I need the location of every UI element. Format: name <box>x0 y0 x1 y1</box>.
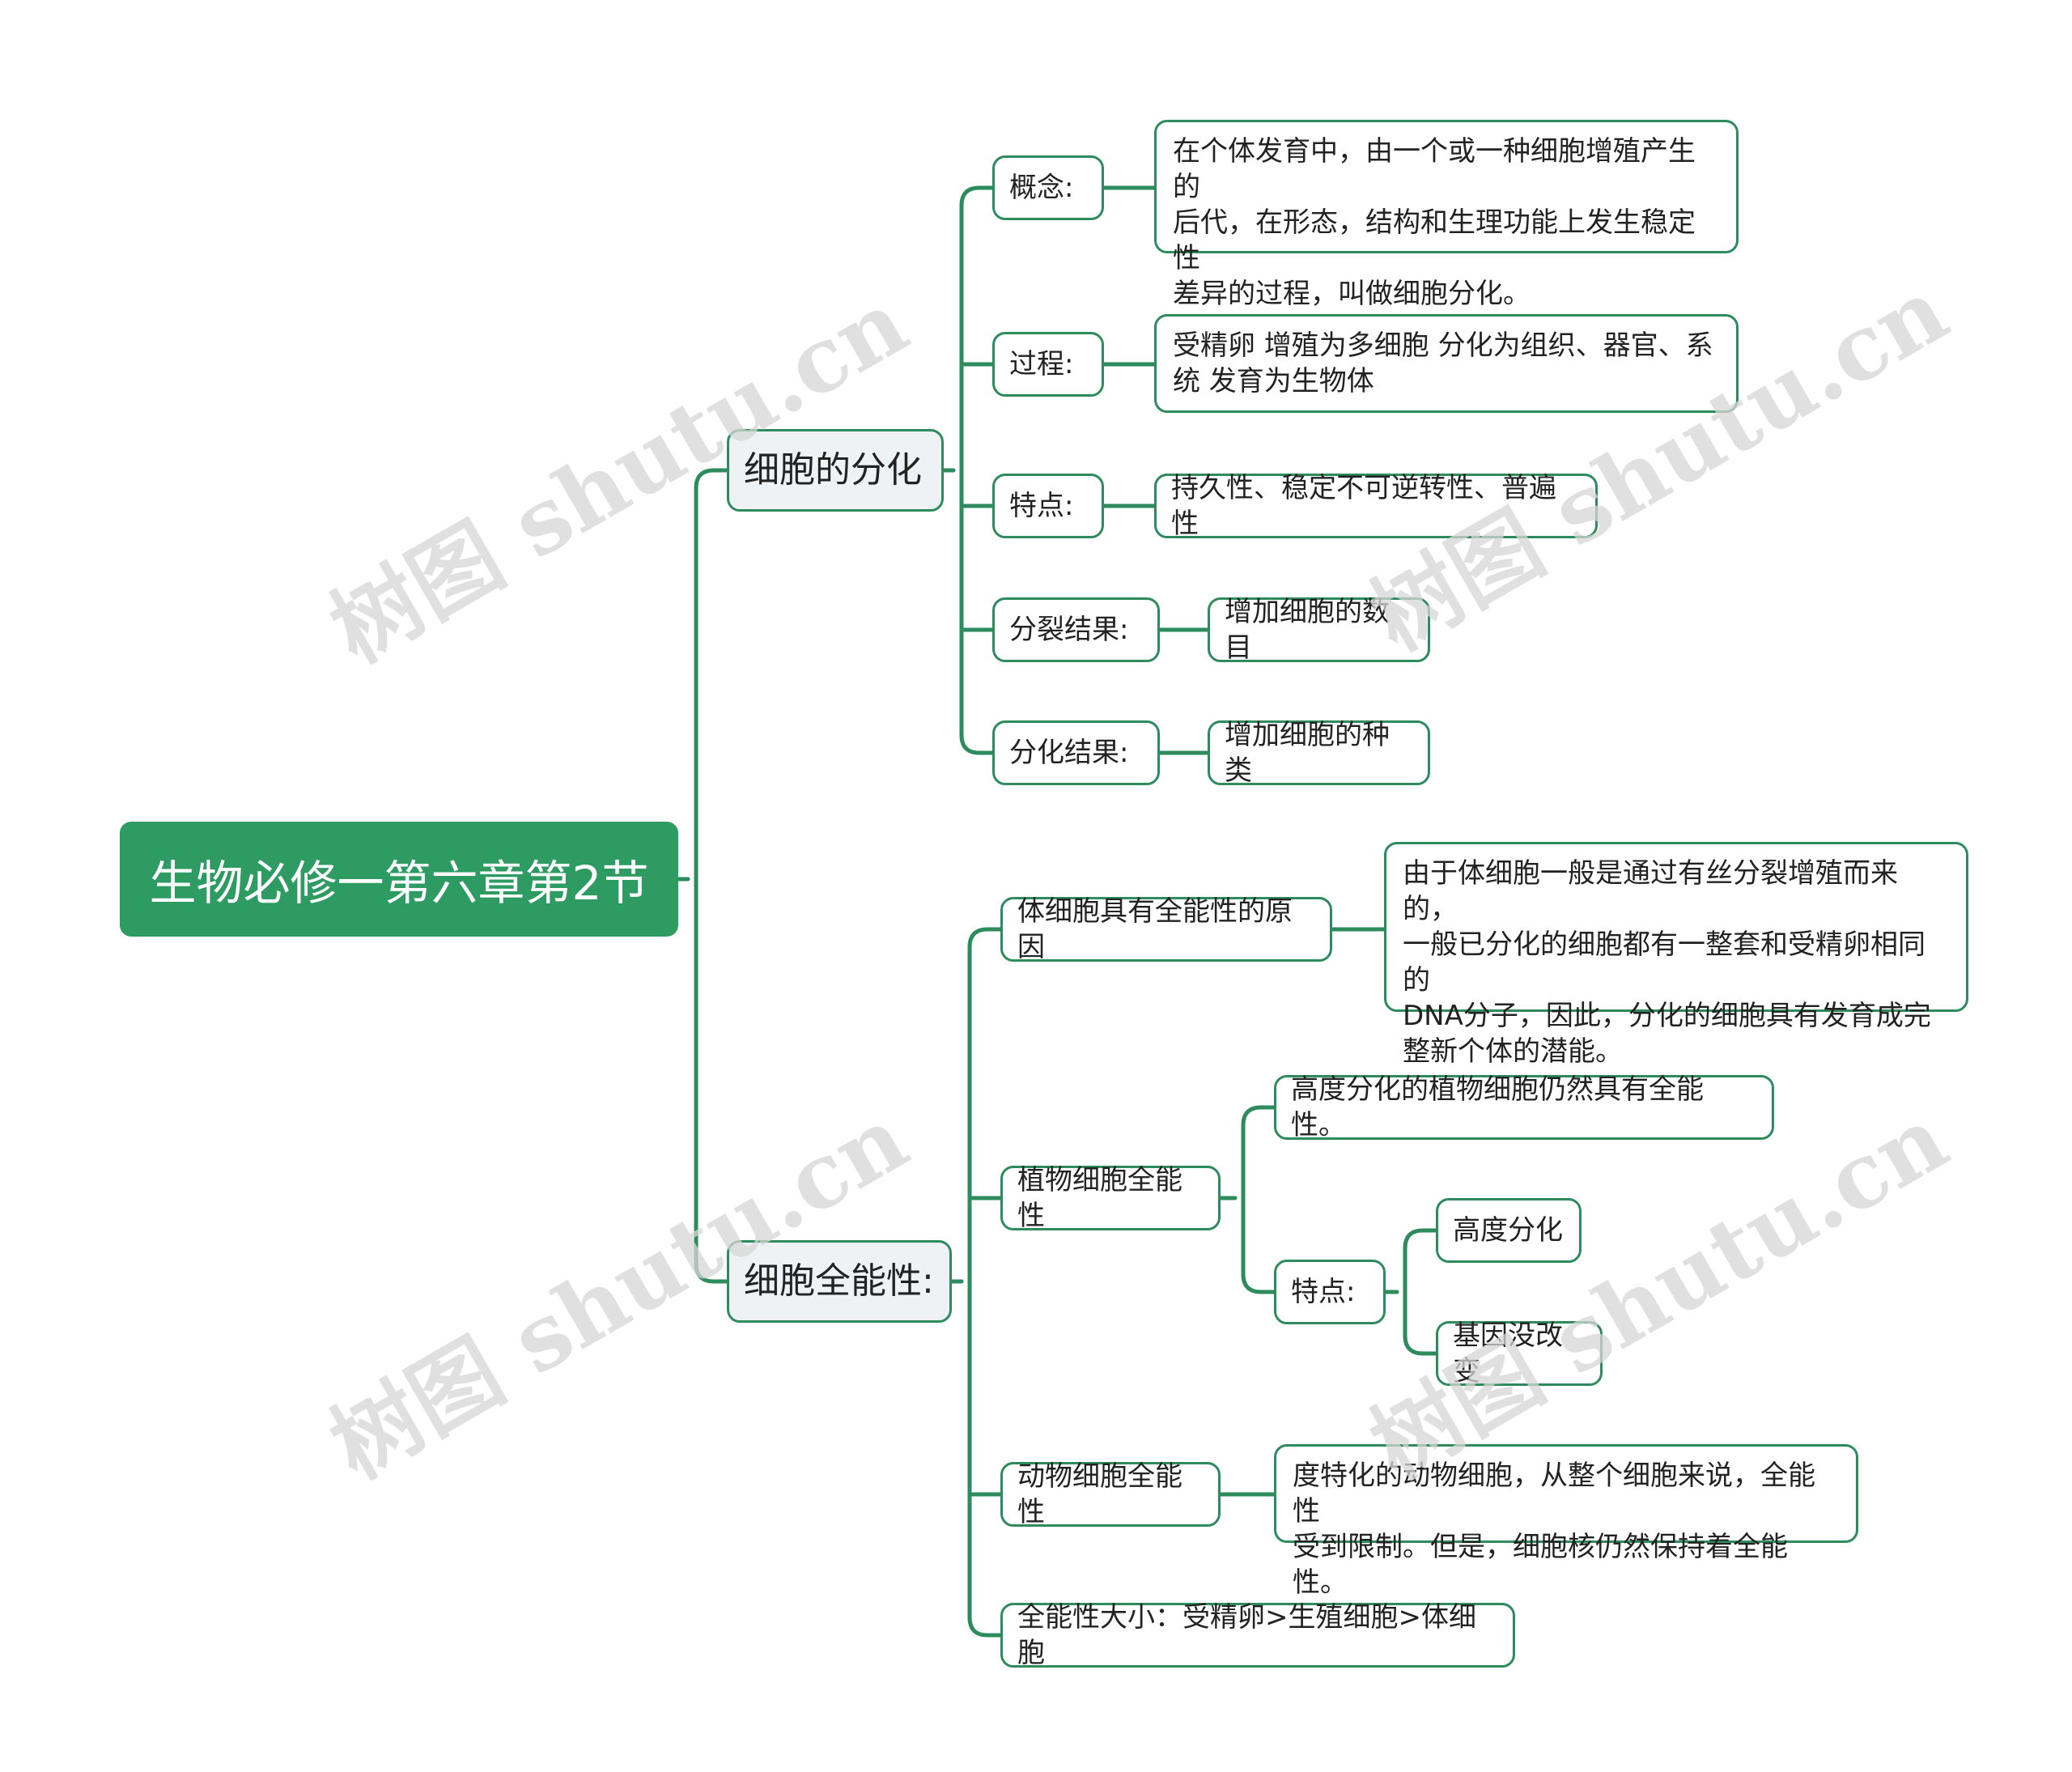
root-connector-edge <box>694 468 729 491</box>
total-connector-edge <box>967 1615 1003 1638</box>
concept-label-node[interactable]: 概念: <box>992 155 1104 220</box>
diff-result-text-node[interactable]: 增加细胞的种类 <box>1208 719 1430 787</box>
total-connector-edge <box>967 927 1003 950</box>
diff-connector-edge <box>959 733 995 755</box>
reason-label-node[interactable]: 体细胞具有全能性的原因 <box>1000 895 1332 963</box>
plant-statement-node[interactable]: 高度分化的植物细胞仍然具有全能性。 <box>1274 1073 1774 1141</box>
plant-connector-edge <box>1241 1105 1276 1128</box>
root-connector-edge <box>694 1261 729 1284</box>
branch-cell-totipotency[interactable]: 细胞全能性: <box>727 1240 952 1323</box>
plant-feature-item-gene-unchanged[interactable]: 基因没改变 <box>1436 1319 1603 1387</box>
concept-text-node[interactable]: 在个体发育中，由一个或一种细胞增殖产生的 后代，在形态，结构和生理功能上发生稳定… <box>1154 120 1739 310</box>
root-node[interactable]: 生物必修一第六章第2节 <box>120 822 678 937</box>
branch-cell-differentiation[interactable]: 细胞的分化 <box>727 429 944 512</box>
plant-totipotency-node[interactable]: 植物细胞全能性 <box>1000 1164 1221 1232</box>
diff-result-label-node[interactable]: 分化结果: <box>992 720 1160 785</box>
root-label: 生物必修一第六章第2节 <box>149 856 649 911</box>
plant-connector-edge <box>1241 1272 1276 1294</box>
totipotency-order-node[interactable]: 全能性大小：受精卵>生殖细胞>体细胞 <box>1000 1601 1515 1669</box>
plant-feature-label-node[interactable]: 特点: <box>1274 1260 1386 1324</box>
process-text-node[interactable]: 受精卵 增殖为多细胞 分化为组织、器官、系 统 发育为生物体 <box>1154 314 1739 413</box>
diff-connector-edge <box>959 185 995 208</box>
division-result-text-node[interactable]: 增加细胞的数目 <box>1208 596 1430 664</box>
process-label-node[interactable]: 过程: <box>992 332 1104 397</box>
plant-feature-connector-edge <box>1403 1333 1438 1356</box>
plant-feature-connector-edge <box>1403 1228 1438 1251</box>
plant-feature-item-high-diff[interactable]: 高度分化 <box>1436 1198 1582 1263</box>
animal-text-node[interactable]: 度特化的动物细胞，从整个细胞来说，全能性 受到限制。但是，细胞核仍然保持着全能性… <box>1274 1444 1858 1599</box>
division-result-label-node[interactable]: 分裂结果: <box>992 597 1160 662</box>
feature-text-node[interactable]: 持久性、稳定不可逆转性、普遍性 <box>1154 472 1598 540</box>
feature-label-node[interactable]: 特点: <box>992 474 1104 538</box>
animal-totipotency-node[interactable]: 动物细胞全能性 <box>1000 1460 1221 1528</box>
reason-text-node[interactable]: 由于体细胞一般是通过有丝分裂增殖而来的， 一般已分化的细胞都有一整套和受精卵相同… <box>1384 842 1968 1068</box>
